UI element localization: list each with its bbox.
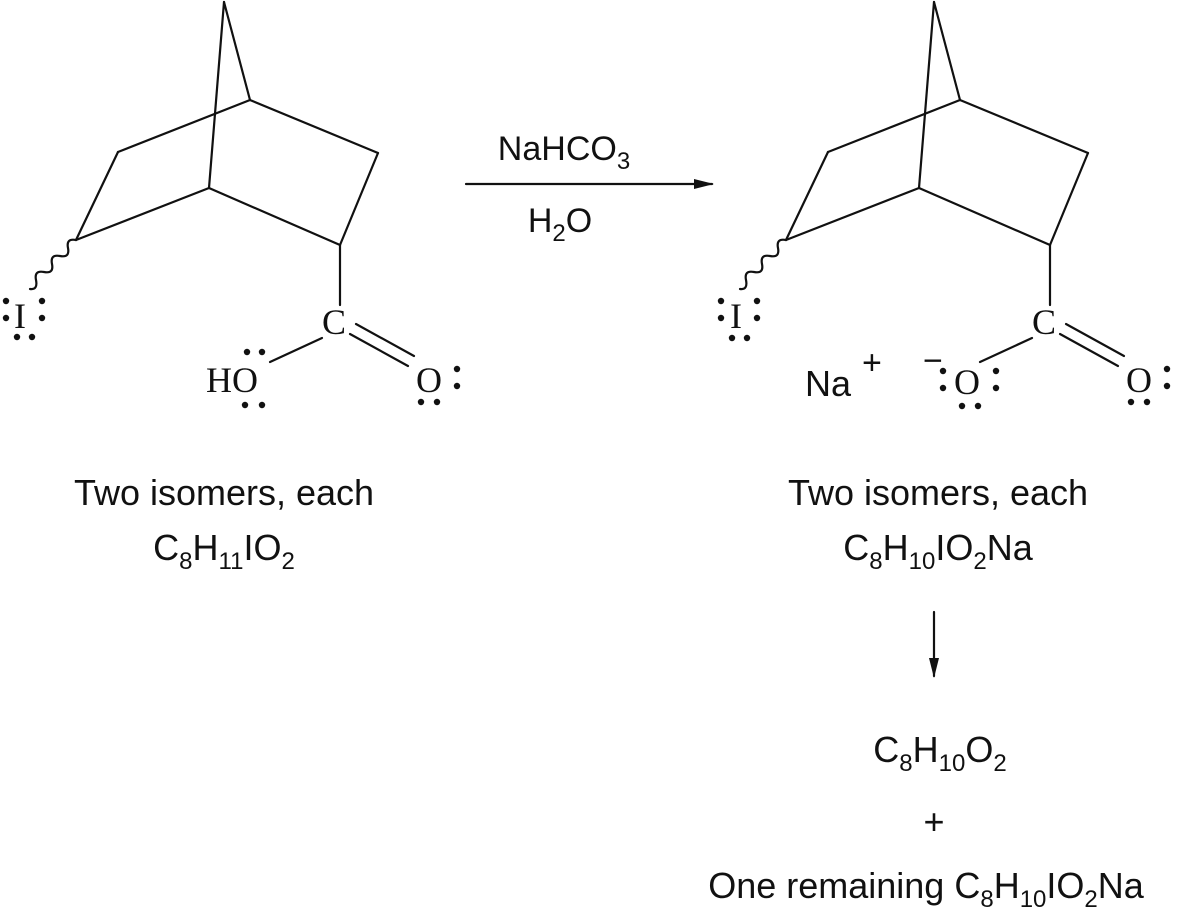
reactant-caption: Two isomers, each: [74, 472, 374, 513]
reactant-c-o-double-bond-a: [348, 332, 410, 368]
product-right-bond-lower: [1048, 151, 1090, 247]
reactant-right-bond-upper: [248, 98, 380, 155]
reactant-hydroxyl-group: HO: [206, 360, 258, 400]
reactant-c-o-double-bond-b: [354, 322, 416, 358]
product-right-bond-upper: [958, 98, 1090, 155]
product-c-o-double-bond-b: [1064, 322, 1126, 358]
reactant-bridge-bond-right: [222, 0, 252, 102]
product-back-bond-upper: [826, 98, 962, 154]
product-front-bond-left: [784, 186, 921, 242]
product-wavy-bond: [738, 238, 788, 291]
plus-sign: +: [923, 801, 944, 842]
product-c-o-double-bond-a: [1058, 332, 1120, 368]
reactant-bridge-bond-left: [207, 0, 226, 190]
reactant-back-bond-upper: [116, 98, 252, 154]
reactant-back-bond-lower: [74, 150, 120, 242]
product-carbon-atom: C: [1032, 302, 1056, 342]
reactant-front-bond-right: [207, 186, 342, 247]
product-oxide-atom: O: [954, 362, 980, 402]
product-iodine-lone-pairs: [717, 297, 761, 342]
reactant-carbonyl-oxygen: O: [416, 360, 442, 400]
reactant-structure: I C HO O: [2, 0, 461, 409]
product-oxide-lone-pairs: [939, 367, 1000, 410]
reactant-formula: C8H11IO2: [153, 527, 295, 575]
reactant-carbon-atom: C: [322, 302, 346, 342]
product-back-bond-lower: [784, 150, 830, 242]
product-oxide-charge: −: [923, 342, 943, 380]
product-carbonyl-lone-pairs: [1127, 365, 1171, 406]
reagent-water: H2O: [528, 202, 592, 247]
reactant-hydroxyl-lone-pairs: [241, 348, 266, 409]
reactant-right-bond-lower: [338, 151, 380, 247]
product-c-o-minus-bond: [978, 336, 1034, 364]
product-caption: Two isomers, each: [788, 472, 1088, 513]
product-formula: C8H10IO2Na: [843, 527, 1033, 575]
reactant-carbonyl-lone-pairs: [417, 365, 461, 406]
product-bridge-bond-left: [917, 0, 936, 190]
reactant-iodine-atom: I: [14, 296, 26, 336]
product-sodium-charge: +: [862, 344, 882, 382]
product-structure: I C Na + − O O: [717, 0, 1171, 410]
product-bridge-bond-right: [932, 0, 962, 102]
product-iodine-atom: I: [730, 296, 742, 336]
product-sodium-ion: Na: [805, 363, 852, 404]
product-carbonyl-oxygen: O: [1126, 360, 1152, 400]
reactant-wavy-bond: [28, 238, 78, 291]
reactant-iodine-lone-pairs: [2, 297, 46, 341]
remaining-isomer: One remaining C8H10IO2Na: [708, 865, 1145, 913]
reagent-sodium-bicarbonate: NaHCO3: [498, 130, 630, 175]
product-front-bond-right: [917, 186, 1052, 247]
reactant-c-oh-bond: [268, 336, 324, 364]
final-product-formula: C8H10O2: [873, 729, 1006, 777]
reactant-front-bond-left: [74, 186, 211, 242]
